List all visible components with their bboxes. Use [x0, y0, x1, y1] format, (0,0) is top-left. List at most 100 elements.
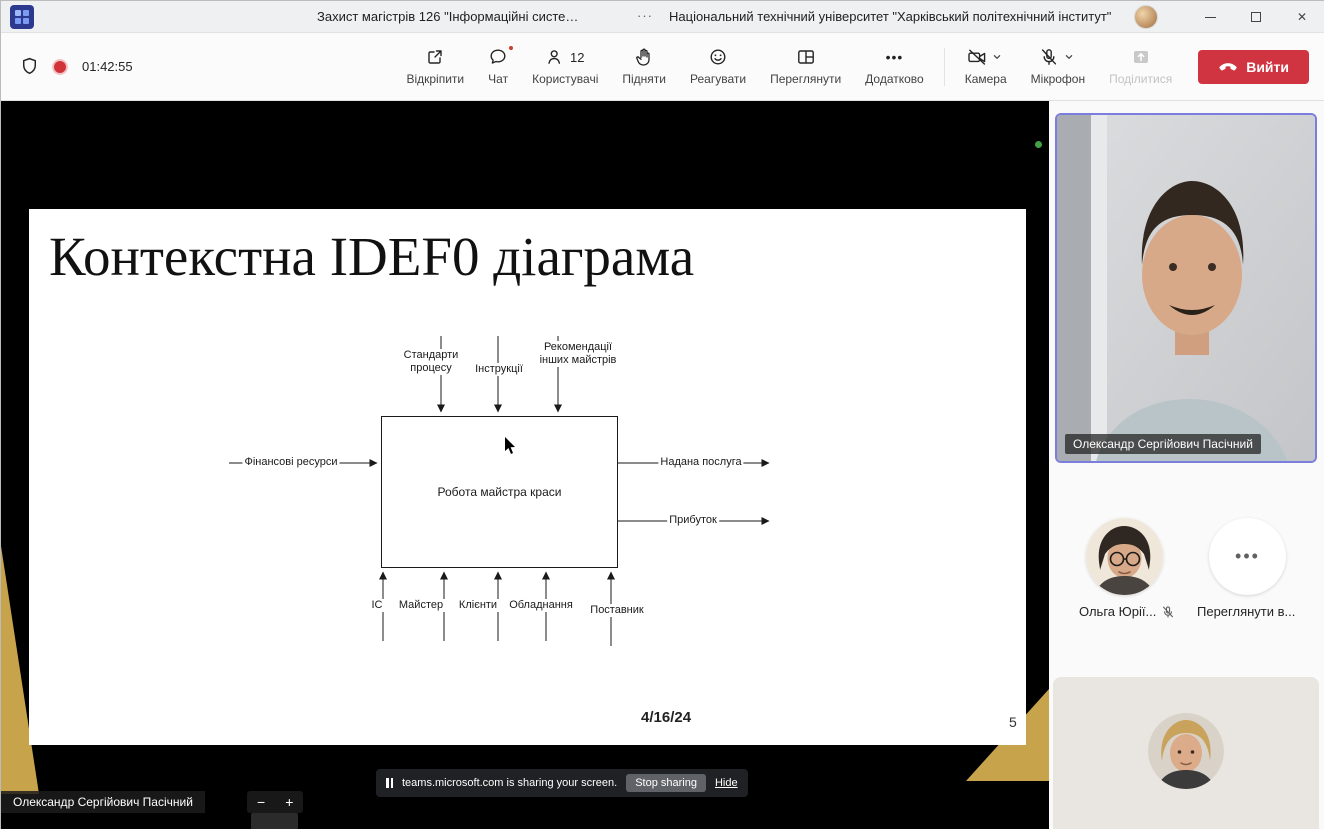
view-label: Переглянути	[770, 72, 842, 86]
presentation-slide: Контекстна IDEF0 діаграма	[29, 209, 1026, 745]
participant-name: Ольга Юрії...	[1079, 604, 1157, 619]
slide-title: Контекстна IDEF0 діаграма	[49, 226, 695, 287]
view-grid-icon	[796, 47, 816, 67]
overflow-participants-button[interactable]: •••	[1209, 518, 1286, 595]
view-button[interactable]: Переглянути	[758, 43, 853, 90]
chat-icon	[488, 44, 516, 67]
zoom-level-box	[251, 813, 298, 829]
overflow-dots-icon: •••	[1235, 546, 1260, 566]
participant-name-row: Ольга Юрії...	[1079, 604, 1175, 619]
chat-notification-dot	[507, 44, 516, 52]
meeting-timer: 01:42:55	[82, 59, 133, 74]
presenter-name-overlay: Олександр Сергійович Пасічний	[1, 791, 205, 813]
speaker-video-tile[interactable]: Олександр Сергійович Пасічний	[1055, 113, 1317, 463]
stop-sharing-button[interactable]: Stop sharing	[626, 774, 706, 792]
share-button: Поділитися	[1097, 43, 1184, 90]
meeting-actions-group: Відкріпити Чат 12	[394, 43, 1309, 90]
raise-hand-label: Підняти	[622, 72, 666, 86]
people-icon	[548, 50, 561, 64]
participants-sidebar: Олександр Сергійович Пасічний ••• Ольга …	[1049, 101, 1324, 829]
secondary-video-tile[interactable]	[1053, 677, 1319, 829]
recording-indicator-icon	[54, 60, 66, 73]
camera-chevron-down-icon[interactable]	[990, 50, 1004, 64]
hide-banner-link[interactable]: Hide	[714, 777, 738, 789]
pause-icon	[386, 778, 393, 788]
minimize-icon	[1204, 16, 1216, 18]
raise-hand-icon	[634, 47, 654, 67]
camera-off-icon	[968, 49, 986, 65]
participant-avatar[interactable]	[1086, 518, 1163, 595]
titlebar-separator-dots: ···	[637, 8, 653, 23]
idef0-activity-box: Робота майстра краси	[381, 416, 618, 568]
overflow-label: Переглянути в...	[1197, 604, 1296, 619]
idef0-box-label: Робота майстра краси	[437, 485, 562, 499]
participants-label: Користувачі	[532, 72, 599, 86]
react-button[interactable]: Реагувати	[678, 43, 758, 90]
share-zoom-controls: − +	[247, 791, 304, 813]
toolbar-divider	[943, 47, 945, 86]
mic-off-icon	[1042, 49, 1057, 65]
shield-icon[interactable]	[19, 56, 40, 77]
minimize-button[interactable]	[1187, 1, 1233, 33]
participant-photo	[1086, 518, 1163, 595]
diagram-mech1-label: ІС	[369, 599, 385, 612]
diagram-mech5-label: Поставник	[588, 604, 646, 617]
participant-mic-off-icon	[1163, 605, 1174, 618]
screen-share-stage: Контекстна IDEF0 діаграма	[1, 101, 1049, 829]
diagram-control3-label: Рекомендації інших майстрів	[533, 341, 623, 367]
raise-hand-button[interactable]: Підняти	[610, 43, 678, 90]
camera-label: Камера	[964, 72, 1007, 86]
smiley-icon	[708, 47, 728, 67]
chat-label: Чат	[488, 72, 509, 86]
presence-green-dot	[1035, 141, 1042, 148]
hangup-icon	[1219, 62, 1237, 70]
speaker-video-frame	[1057, 115, 1315, 461]
react-label: Реагувати	[690, 72, 747, 86]
diagram-control1-label: Стандарти процесу	[398, 349, 464, 375]
meeting-title: Захист магістрів 126 "Інформаційні систе…	[317, 9, 579, 24]
participants-count: 12	[570, 49, 585, 65]
window-titlebar: Захист магістрів 126 "Інформаційні систе…	[1, 1, 1324, 33]
diagram-mech2-label: Майстер	[396, 599, 446, 612]
maximize-button[interactable]	[1233, 1, 1279, 33]
diagram-input-label: Фінансові ресурси	[242, 456, 340, 469]
camera-button[interactable]: Камера	[953, 43, 1019, 90]
diagram-mech3-label: Клієнти	[456, 599, 500, 612]
zoom-out-button[interactable]: −	[257, 794, 266, 810]
participants-button[interactable]: 12 Користувачі	[520, 43, 610, 90]
share-banner-text: teams.microsoft.com is sharing your scre…	[402, 777, 618, 789]
browser-share-banner: teams.microsoft.com is sharing your scre…	[376, 769, 748, 797]
unpin-label: Відкріпити	[406, 72, 465, 86]
diagram-control2-label: Інструкції	[473, 363, 525, 376]
unpin-icon	[425, 47, 445, 67]
teams-app-icon	[10, 5, 34, 29]
microphone-label: Мікрофон	[1030, 72, 1086, 86]
more-button[interactable]: ••• Додатково	[853, 43, 936, 90]
meeting-status-group: 01:42:55	[19, 56, 133, 77]
mouse-cursor-icon	[505, 437, 515, 454]
organization-name: Національний технічний університет "Харк…	[669, 9, 1112, 24]
slide-date: 4/16/24	[641, 709, 692, 726]
close-button[interactable]: ✕	[1279, 1, 1324, 33]
speaker-name-tag: Олександр Сергійович Пасічний	[1065, 434, 1261, 454]
zoom-in-button[interactable]: +	[285, 794, 294, 810]
microphone-button[interactable]: Мікрофон	[1019, 43, 1097, 90]
more-dots-icon: •••	[885, 49, 904, 65]
unpin-button[interactable]: Відкріпити	[394, 43, 476, 90]
maximize-icon	[1251, 12, 1261, 22]
mic-chevron-down-icon[interactable]	[1062, 50, 1076, 64]
meeting-control-bar: 01:42:55 Відкріпити	[1, 33, 1324, 101]
diagram-output1-label: Надана послуга	[658, 456, 744, 469]
close-icon: ✕	[1296, 10, 1308, 24]
leave-button[interactable]: Вийти	[1198, 49, 1309, 84]
share-screen-icon	[1131, 47, 1151, 67]
account-avatar[interactable]	[1134, 5, 1158, 29]
secondary-participant-avatar	[1148, 713, 1224, 789]
leave-label: Вийти	[1246, 58, 1289, 75]
diagram-mech4-label: Обладнання	[507, 599, 575, 612]
diagram-output2-label: Прибуток	[667, 514, 719, 527]
chat-button[interactable]: Чат	[476, 43, 520, 90]
window-controls: ✕	[1187, 1, 1324, 33]
more-label: Додатково	[865, 72, 924, 86]
